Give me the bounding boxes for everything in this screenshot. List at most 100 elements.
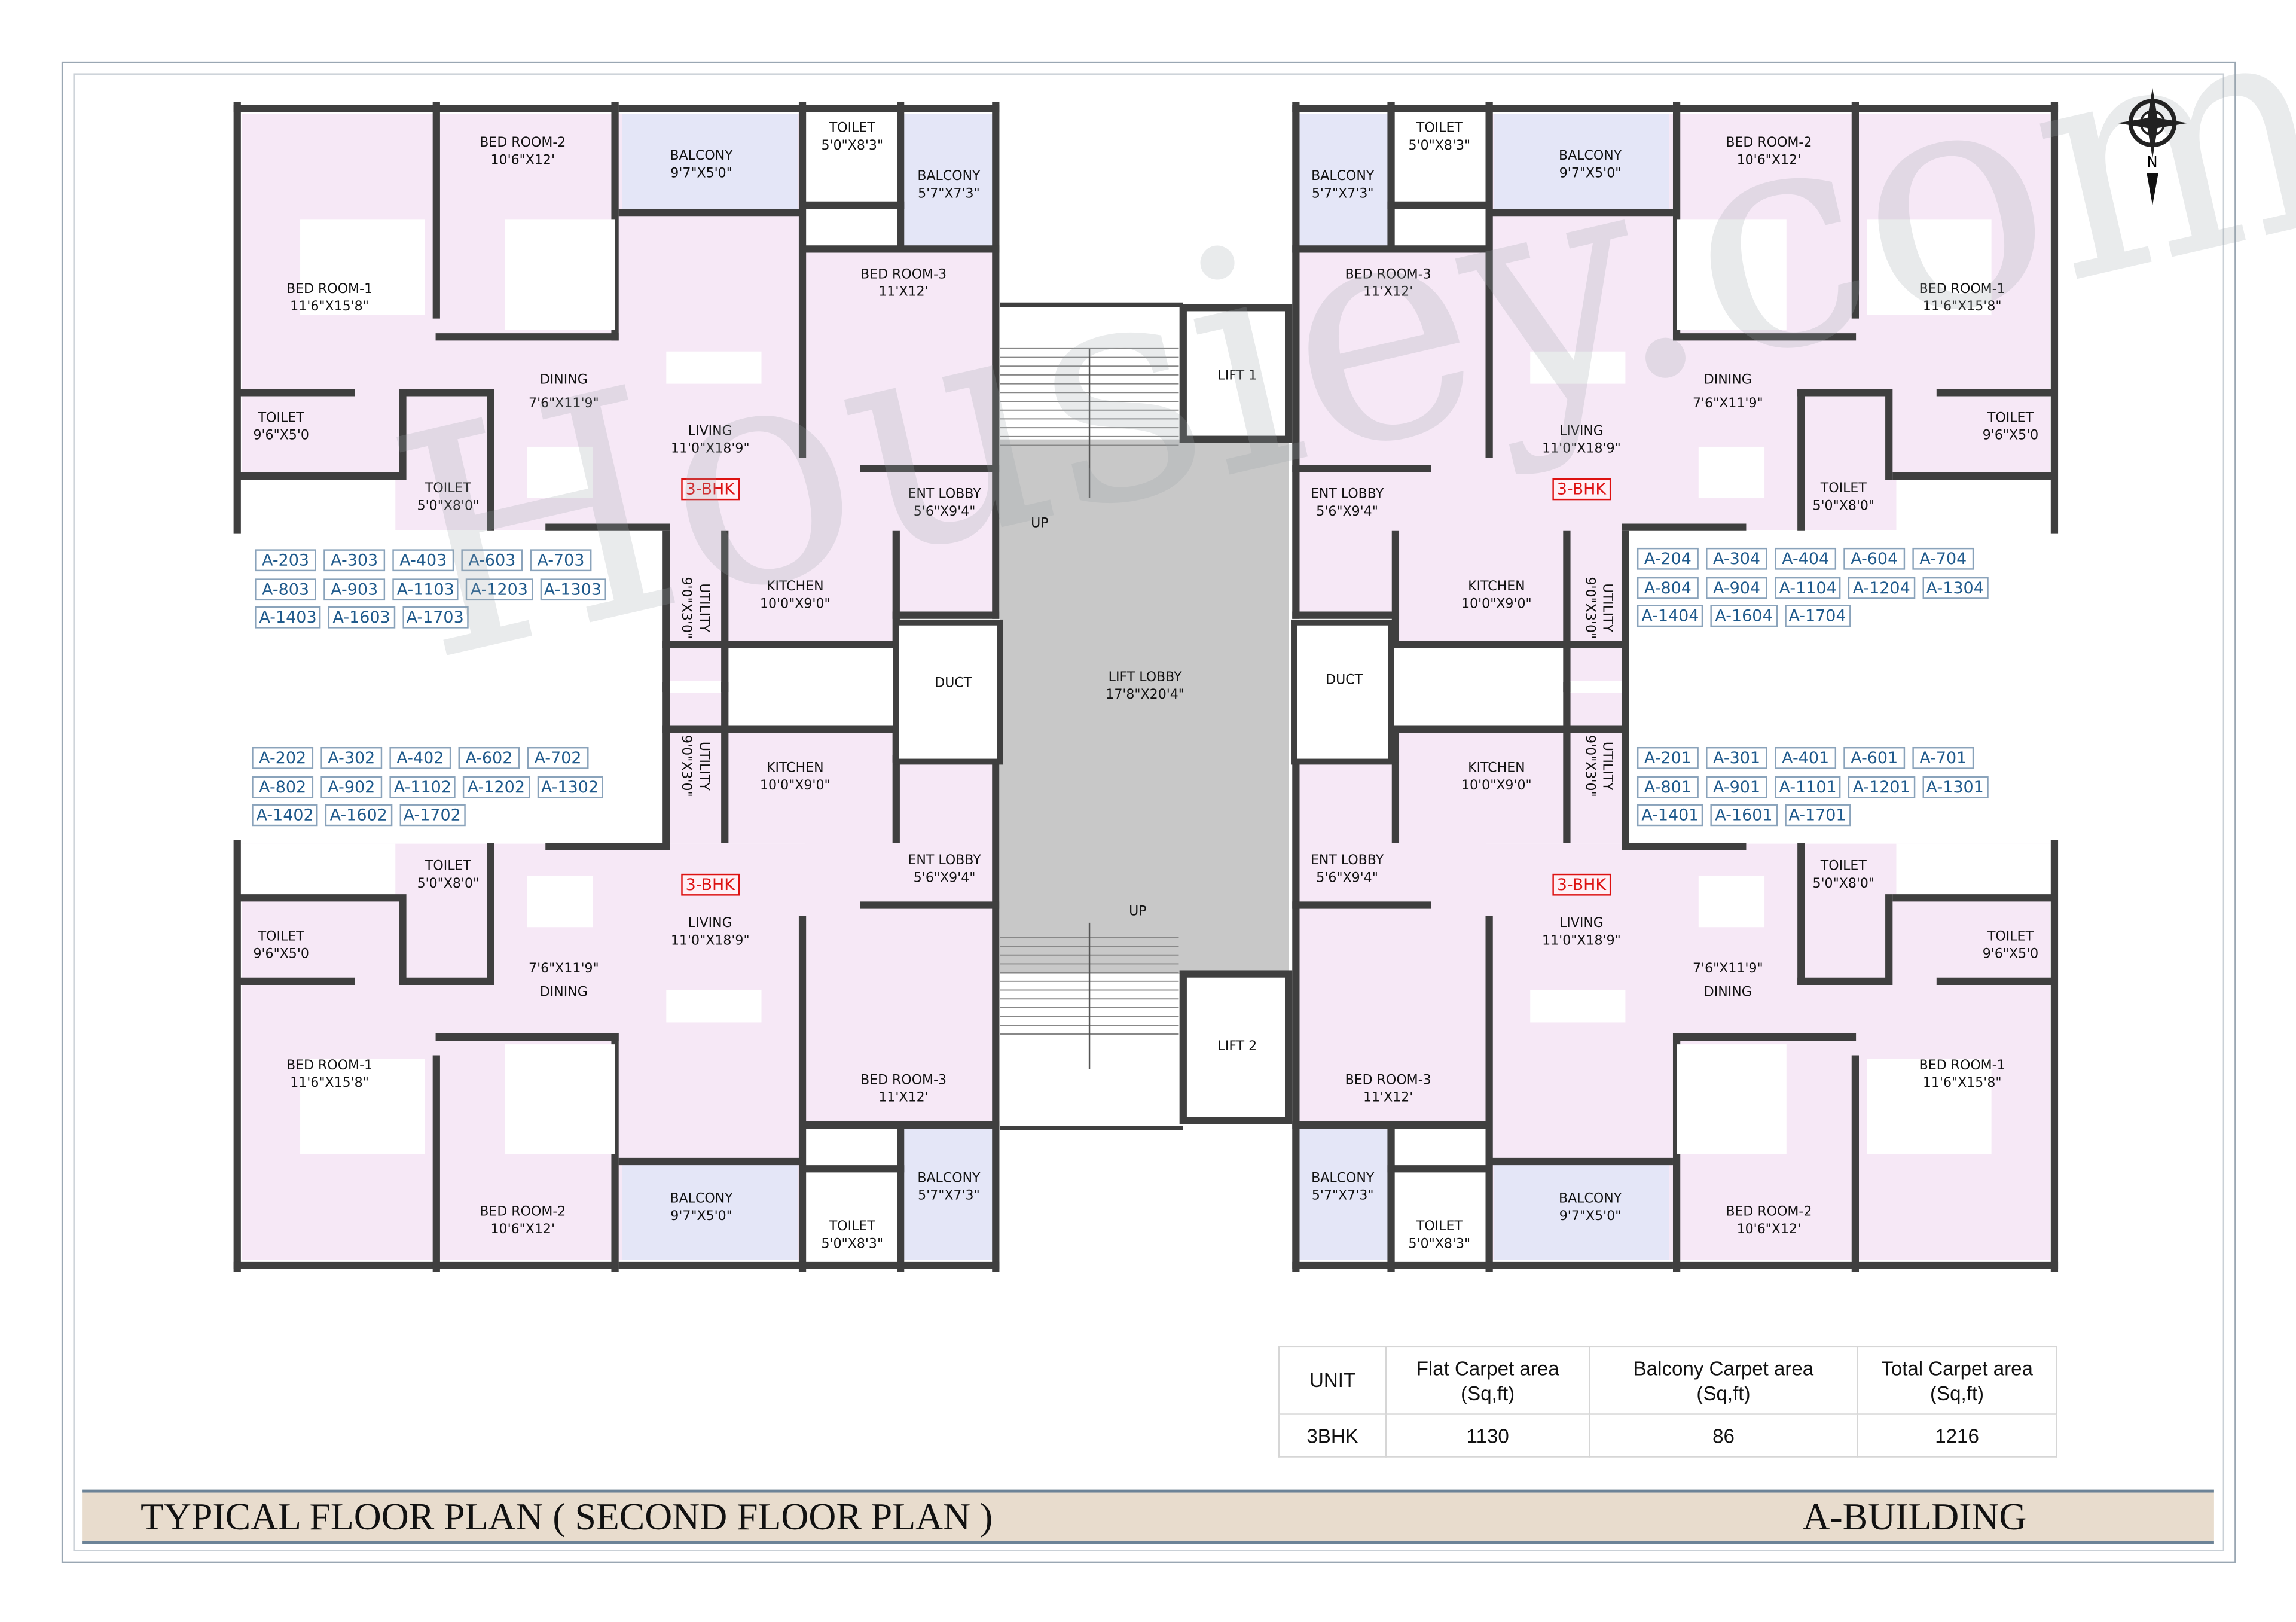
room-name: LIVING [1559,425,1604,440]
room-name: LIVING [688,917,732,932]
bed-icon [505,219,615,330]
stair-up-label-top: UP [1031,517,1049,532]
unit-number: A-604 [1843,548,1906,571]
unit-type-badge: 3-BHK [1552,478,1611,501]
room-name: BALCONY [670,1192,733,1207]
room-fill [1296,1124,1391,1260]
header-flat-carpet: Flat Carpet area (Sq,ft) [1385,1346,1590,1415]
room-fill [900,114,996,249]
room-dimensions: 5'6"X9'4" [913,505,976,520]
unit-number: A-802 [252,776,314,798]
room-dimensions: 9'6"X5'0 [1982,947,2039,962]
room-dimensions: 10'6"X12' [490,154,555,169]
room-fill [1493,1161,1669,1260]
room-dimensions: 9'7"X5'0" [1559,167,1622,182]
unit-number: A-901 [1706,776,1767,798]
room-name: TOILET [258,930,304,945]
room-fill [900,1124,996,1260]
room-fill [1395,729,1567,844]
room-dimensions: 5'0"X8'0" [1812,499,1875,514]
room-name: BED ROOM-1 [1919,1059,2005,1074]
room-dimensions: 7'6"X11'9" [1693,397,1763,412]
room-label: BALCONY 9'7"X5'0" [670,148,732,183]
unit-number: A-903 [323,578,386,600]
duct-left [893,619,1003,765]
room-dimensions: 10'6"X12' [1736,154,1802,169]
unit-number: A-301 [1706,747,1767,770]
room-fill [1896,475,2050,530]
unit-type-badge: 3-BHK [681,873,740,896]
unit-number: A-201 [1636,747,1699,770]
room-fill [725,729,896,844]
room-dimensions: 9'6"X5'0 [253,947,309,962]
room-name: TOILET [1820,859,1867,875]
unit-number: A-1101 [1775,776,1842,798]
room-name: TOILET [829,121,875,136]
unit-number: A-1702 [399,804,466,827]
lift-1-label: LIFT 1 [1217,369,1257,384]
room-dimensions: 9'7"X5'0" [670,167,732,182]
room-name: TOILET [1987,411,2034,426]
cell-flat-carpet: 1130 [1385,1413,1590,1458]
unit-number: A-804 [1636,577,1699,599]
room-label: BED ROOM-1 11'6"X15'8" [1919,1057,2005,1093]
compass-icon [2117,87,2188,205]
room-name: ENT LOBBY [1310,853,1384,869]
lift-2-shaft [1179,970,1293,1124]
unit-number: A-1404 [1636,605,1703,627]
room-name: UTILITY [695,583,710,633]
unit-number: A-704 [1912,548,1974,571]
unit-number: A-1603 [328,606,395,629]
room-dimensions: 10'0"X9'0" [1461,779,1532,794]
table-row: 3BHK 1130 86 1216 [1278,1413,2057,1458]
unit-number: A-1703 [402,606,469,629]
room-dimensions: 11'X12' [878,285,929,301]
room-dimensions: 11'X12' [1363,1091,1413,1106]
room-dimensions: 11'0"X18'9" [670,442,750,458]
room-dimensions: 11'6"X15'8" [290,1077,369,1092]
room-name: TOILET [1416,121,1463,136]
room-fill [666,530,725,681]
room-fill [1493,114,1669,213]
room-dimensions: 11'6"X15'8" [1922,1077,2002,1092]
room-name: KITCHEN [1468,580,1525,595]
room-name: BED ROOM-2 [1726,1205,1812,1221]
room-name: UTILITY [1599,583,1614,633]
unit-number: A-1204 [1848,577,1915,599]
unit-number: A-1403 [255,606,321,629]
room-name: BED ROOM-3 [860,1074,947,1089]
room-fill [1896,843,2050,898]
bed-icon [505,1044,615,1154]
room-name: BALCONY [670,149,733,164]
unit-number: A-1401 [1636,804,1703,827]
room-fill [1395,530,1567,645]
room-dimensions: 10'0"X9'0" [759,597,831,612]
room-name: BED ROOM-2 [1726,136,1812,151]
room-dimensions: 11'0"X18'9" [670,934,750,949]
room-fill [1567,530,1626,681]
